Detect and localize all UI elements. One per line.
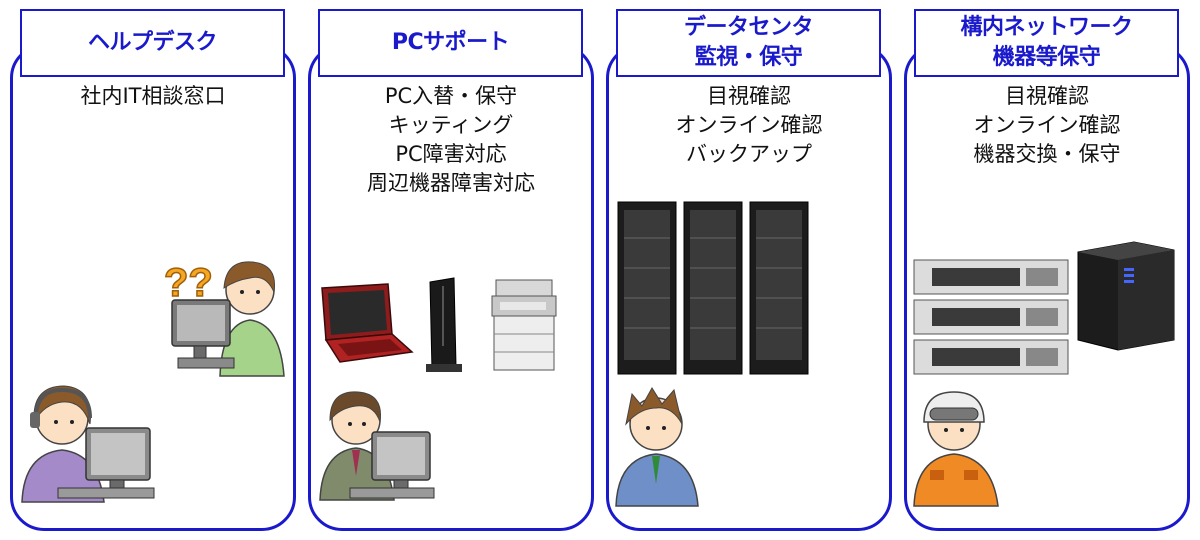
column-title-pc-support: PCサポート xyxy=(318,9,583,77)
title-line: 構内ネットワーク xyxy=(960,15,1133,40)
server-rack-icon xyxy=(617,201,809,375)
item: PC障害対応 xyxy=(395,142,507,166)
title-line: PCサポート xyxy=(391,30,510,55)
laptop-icon xyxy=(321,283,414,363)
item: オンライン確認 xyxy=(973,113,1121,137)
item: 機器交換・保守 xyxy=(973,142,1121,166)
worker-helmet-icon xyxy=(913,391,999,507)
title-line: データセンタ xyxy=(683,15,814,40)
item: キッティング xyxy=(388,113,514,137)
network-switch-icon xyxy=(913,259,1069,375)
operator-headset-icon xyxy=(21,385,155,503)
item-list-pc-support: PC入替・保守 キッティング PC障害対応 周辺機器障害対応 xyxy=(308,82,594,198)
column-title-network: 構内ネットワーク 機器等保守 xyxy=(914,9,1179,77)
printer-icon xyxy=(491,279,557,371)
title-line: 監視・保守 xyxy=(694,45,803,70)
item: バックアップ xyxy=(686,142,812,166)
technician-icon xyxy=(319,391,435,501)
column-title-datacenter: データセンタ 監視・保守 xyxy=(616,9,881,77)
question-mark-text: ?? xyxy=(164,261,213,305)
router-icon xyxy=(426,277,462,372)
item: オンライン確認 xyxy=(675,113,823,137)
item: PC入替・保守 xyxy=(384,84,518,108)
column-title-helpdesk: ヘルプデスク xyxy=(20,9,285,77)
item-list-network: 目視確認 オンライン確認 機器交換・保守 xyxy=(904,82,1190,169)
item-list-helpdesk: 社内IT相談窓口 xyxy=(10,82,296,111)
title-line: 機器等保守 xyxy=(992,45,1101,70)
tower-server-icon xyxy=(1077,241,1175,351)
item-list-datacenter: 目視確認 オンライン確認 バックアップ xyxy=(606,82,892,169)
item: 社内IT相談窓口 xyxy=(80,84,226,108)
item: 周辺機器障害対応 xyxy=(367,171,535,195)
item: 目視確認 xyxy=(1005,84,1089,108)
confused-user-icon: ?? xyxy=(163,260,285,377)
engineer-icon xyxy=(615,387,699,507)
title-line: ヘルプデスク xyxy=(87,30,218,55)
item: 目視確認 xyxy=(707,84,791,108)
